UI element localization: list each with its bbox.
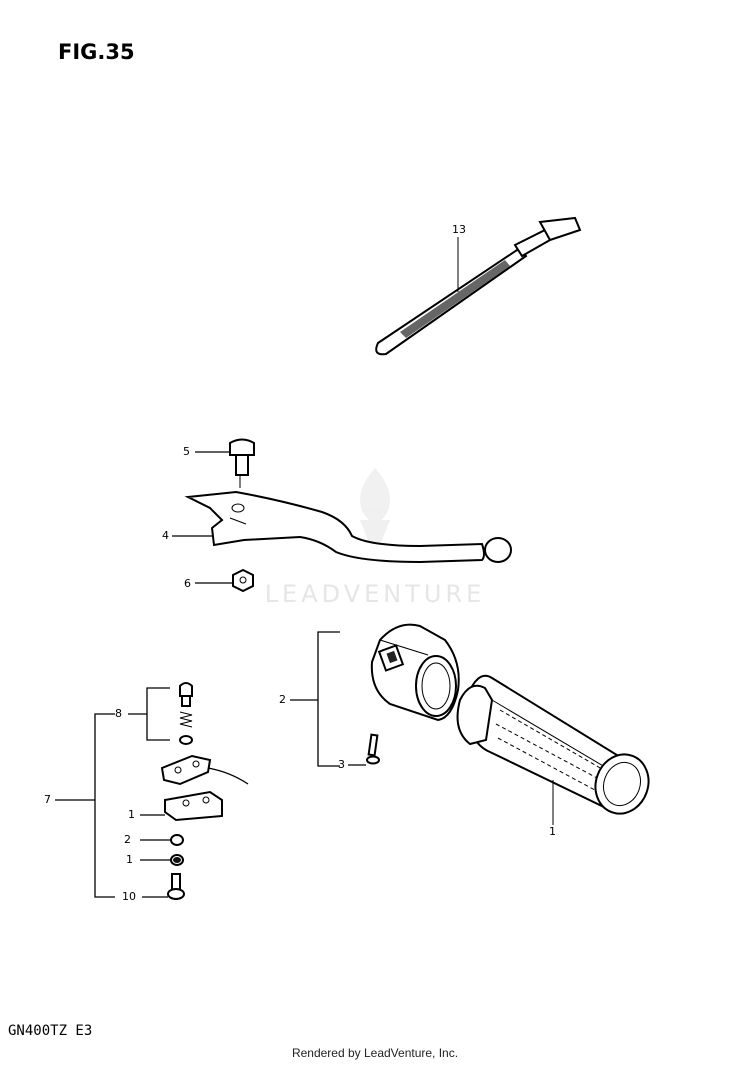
watermark-text: LEADVENTURE bbox=[264, 580, 486, 608]
cable-strap-part-13 bbox=[375, 216, 582, 356]
switch-assembly-part-7 bbox=[55, 713, 249, 900]
lever-bolt-part-5 bbox=[195, 438, 255, 488]
callout-13: 13 bbox=[452, 223, 466, 236]
brake-lever-part-4 bbox=[172, 490, 512, 564]
callout-8: 8 bbox=[115, 707, 122, 720]
callout-10: 10 bbox=[122, 890, 136, 903]
screw-part-3 bbox=[348, 733, 380, 766]
callout-3: 3 bbox=[338, 758, 345, 771]
callout-4: 4 bbox=[162, 529, 169, 542]
callout-7: 7 bbox=[44, 793, 51, 806]
handlebar-grip-part-1 bbox=[456, 674, 650, 825]
callout-11: 1 bbox=[128, 808, 135, 821]
nut-part-6 bbox=[195, 568, 254, 593]
watermark-logo bbox=[360, 468, 390, 545]
switch-housing-part-2 bbox=[290, 623, 460, 767]
figure-title: FIG.35 bbox=[58, 40, 135, 64]
callout-2: 2 bbox=[279, 693, 286, 706]
callout-5: 5 bbox=[183, 445, 190, 458]
callout-1: 1 bbox=[549, 825, 556, 838]
model-code: GN400TZ E3 bbox=[8, 1023, 93, 1039]
switch-group-part-8 bbox=[128, 682, 193, 745]
callout-9: 1 bbox=[126, 853, 133, 866]
callout-12: 2 bbox=[124, 833, 131, 846]
rendered-by-footer: Rendered by LeadVenture, Inc. bbox=[291, 1046, 459, 1060]
callout-6: 6 bbox=[184, 577, 191, 590]
